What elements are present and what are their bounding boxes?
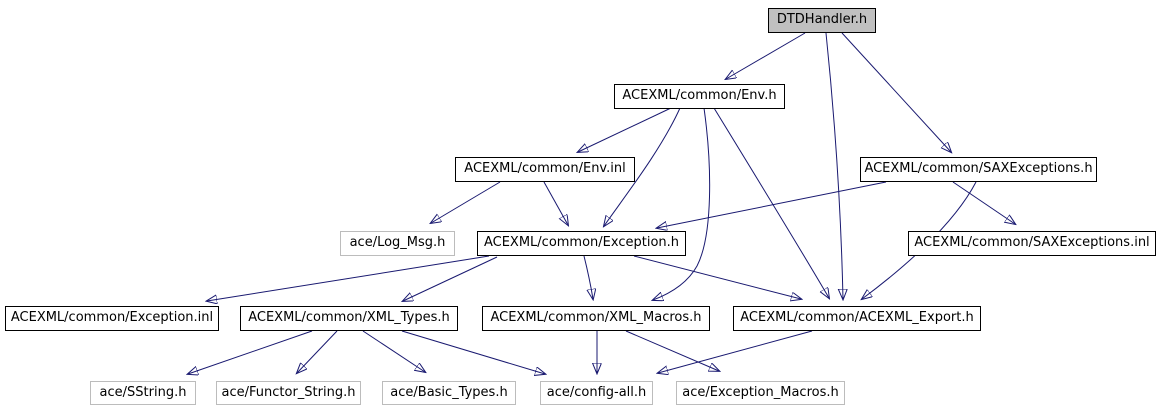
edge-exception-h-to-exception-inl [207,255,490,301]
edge-dtdhandler-to-saxexceptions-h [841,32,951,152]
edge-xml-macros-h-to-exception-macros-h [625,330,719,371]
edge-env-h-to-env-inl [578,107,672,152]
node-xml-types-h[interactable]: ACEXML/common/XML_Types.h [240,306,458,331]
edge-xml-types-h-to-functor-string-h [297,330,338,373]
edge-env-inl-to-exception-h [543,181,568,225]
edge-dtdhandler-to-acexml-export-h [825,32,843,299]
edge-dtdhandler-to-env-h [726,32,806,79]
node-acexml-export-h[interactable]: ACEXML/common/ACEXML_Export.h [733,306,981,331]
edge-saxexceptions-h-to-exception-h [657,181,887,228]
node-xml-macros-h[interactable]: ACEXML/common/XML_Macros.h [482,306,710,331]
edge-acexml-export-h-to-config-all-h [658,330,813,373]
edge-exception-h-to-xml-macros-h [583,255,593,299]
node-env-h[interactable]: ACEXML/common/Env.h [614,84,785,109]
edge-env-h-to-exception-h [604,107,681,226]
node-exception-inl[interactable]: ACEXML/common/Exception.inl [5,306,219,331]
edge-exception-h-to-xml-types-h [403,256,498,301]
node-saxexceptions-inl[interactable]: ACEXML/common/SAXExceptions.inl [908,231,1156,256]
edge-xml-types-h-to-sstring-h [188,330,313,374]
edge-saxexceptions-h-to-saxexceptions-inl [952,181,1015,224]
node-basic-types-h: ace/Basic_Types.h [382,381,516,405]
node-env-inl[interactable]: ACEXML/common/Env.inl [455,157,635,182]
node-config-all-h: ace/config-all.h [540,381,653,405]
edge-xml-types-h-to-basic-types-h [362,330,425,372]
node-exception-h[interactable]: ACEXML/common/Exception.h [477,231,686,256]
node-log-msg-h: ace/Log_Msg.h [340,231,455,256]
edge-env-h-to-xml-macros-h [653,107,711,300]
node-exception-macros-h: ace/Exception_Macros.h [676,381,845,405]
node-sstring-h: ace/SString.h [90,381,196,405]
node-saxexceptions-h[interactable]: ACEXML/common/SAXExceptions.h [860,157,1097,182]
node-dtdhandler-h: DTDHandler.h [768,8,876,33]
edge-exception-h-to-acexml-export-h [633,255,801,299]
edge-env-h-to-acexml-export-h [713,107,829,298]
node-functor-string-h: ace/Functor_String.h [216,381,361,405]
edge-env-inl-to-log-msg-h [431,181,501,223]
edge-xml-types-h-to-config-all-h [401,330,545,374]
